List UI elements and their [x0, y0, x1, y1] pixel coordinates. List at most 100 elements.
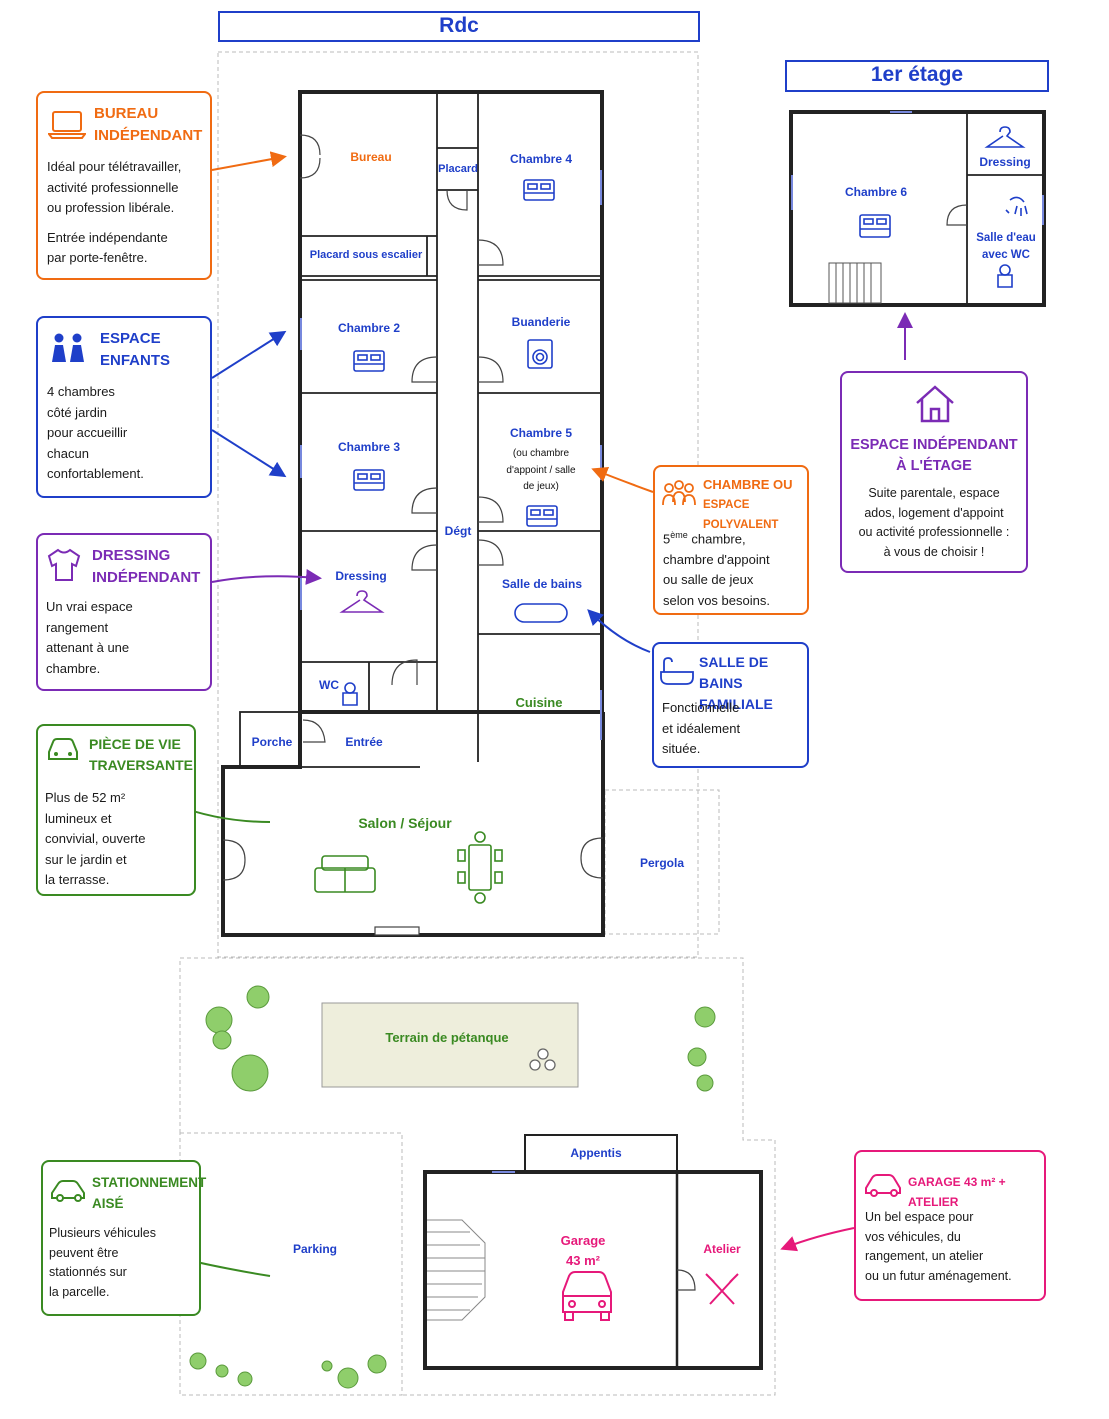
card-chambre-polyvalent-text: 5ème chambre,: [663, 530, 746, 547]
room-label-chambre3: Chambre 3: [337, 440, 401, 454]
card-bureau-title-1: BUREAU: [94, 105, 159, 122]
room-label-chambre2: Chambre 2: [337, 321, 401, 335]
room-label-cuisine: Cuisine: [515, 695, 563, 710]
car-icon: [48, 738, 78, 760]
room-label-chambre6: Chambre 6: [844, 185, 908, 199]
room-label-entree: Entrée: [345, 735, 383, 749]
card-piece-de-vie: PIÈCE DE VIE TRAVERSANTE Plus de 52 m² l…: [36, 724, 196, 896]
card-enfants-text: confortablement.: [47, 466, 144, 481]
room-label-atelier: Atelier: [703, 1242, 741, 1256]
card-bureau-text: activité professionnelle: [47, 179, 179, 195]
bed-icon: [353, 350, 385, 372]
card-etage: ESPACE INDÉPENDANT À L'ÉTAGE Suite paren…: [840, 371, 1028, 573]
card-piece-de-vie-text: convivial, ouverte: [45, 831, 146, 846]
room-label-dressing-etage: Dressing: [979, 155, 1031, 169]
card-chambre-polyvalent-title-1: CHAMBRE OU: [703, 477, 793, 492]
card-garage-title: GARAGE 43 m² + ATELIER: [908, 1175, 1006, 1209]
garage-ramp: [427, 1219, 486, 1321]
card-etage-title-1: ESPACE INDÉPENDANT: [850, 437, 1018, 453]
shirt-icon: [47, 548, 81, 581]
card-etage-text: Suite parentale, espace: [868, 486, 1000, 500]
toilet-icon: [342, 682, 358, 706]
car-icon: [51, 1180, 85, 1202]
card-dressing-text: attenant à une: [46, 640, 130, 655]
door-arcs: [222, 134, 604, 881]
room-label-wc: WC: [319, 678, 339, 692]
card-stationnement-title-1: STATIONNEMENT: [92, 1175, 207, 1190]
card-chambre-polyvalent-text: chambre d'appoint: [663, 551, 770, 567]
shrubs: [189, 985, 716, 1389]
room-label-pergola: Pergola: [639, 856, 684, 870]
card-salle-de-bains-title-1: SALLE DE BAINS: [699, 654, 769, 691]
card-stationnement-text: peuvent être: [49, 1245, 119, 1260]
room-label-buanderie: Buanderie: [511, 315, 571, 329]
bathtub-icon: [514, 603, 568, 623]
card-dressing-text: Un vrai espace: [46, 599, 133, 614]
car-icon: [562, 1271, 612, 1321]
group-icon: [662, 480, 696, 506]
card-garage-text: ou un futur aménagement.: [865, 1268, 1012, 1283]
room-label-appentis: Appentis: [570, 1146, 622, 1160]
card-chambre-polyvalent-text: ou salle de jeux: [663, 572, 754, 588]
card-bureau-text: Idéal pour télétravailler,: [47, 159, 182, 174]
card-enfants: ESPACE ENFANTS 4 chambres côté jardin po…: [36, 316, 212, 498]
card-piece-de-vie-title-1: PIÈCE DE VIE: [89, 736, 181, 752]
washing-machine-icon: [527, 339, 553, 369]
card-etage-title-2: À L'ÉTAGE: [896, 458, 972, 474]
room-label-chambre4: Chambre 4: [509, 152, 573, 166]
house-icon: [916, 385, 954, 423]
card-dressing-title-1: DRESSING: [92, 547, 171, 564]
card-enfants-text: côté jardin: [47, 404, 107, 420]
card-chambre-polyvalent-title-2: ESPACE POLYVALENT: [703, 499, 779, 531]
card-stationnement-text: stationnés sur: [49, 1265, 127, 1279]
card-enfants-title-2: ENFANTS: [100, 352, 171, 369]
bed-icon: [353, 469, 385, 491]
petanque-balls-icon: [529, 1048, 556, 1071]
card-salle-de-bains-text: Fonctionnelle: [662, 700, 740, 715]
toilet-icon: [997, 264, 1013, 288]
card-enfants-text: chacun: [47, 445, 89, 461]
room-label-placard-escalier: Placard sous escalier: [309, 249, 423, 261]
tools-icon: [705, 1273, 739, 1305]
card-dressing-text: chambre.: [46, 660, 101, 676]
card-etage-text: ou activité professionnelle :: [858, 525, 1010, 539]
room-label-petanque: Terrain de pétanque: [385, 1030, 509, 1045]
car-icon: [865, 1174, 901, 1197]
card-salle-de-bains-text: située.: [662, 741, 701, 756]
room-label-degt: Dégt: [444, 524, 472, 538]
room-icons: [342, 179, 1028, 706]
hanger-icon: [339, 590, 385, 613]
room-label-placard: Placard: [438, 163, 478, 175]
bed-icon: [526, 505, 558, 527]
staircase-first-floor: [828, 262, 882, 304]
room-label-dressing: Dressing: [335, 569, 387, 583]
room-label-garage: Garage 43 m²: [560, 1233, 606, 1268]
card-etage-text: à vous de choisir !: [883, 544, 985, 559]
room-label-salle-de-bains: Salle de bains: [501, 577, 583, 591]
sofa-icon: [314, 855, 376, 893]
card-salle-de-bains-text: et idéalement: [662, 720, 741, 736]
bathtub-icon: [660, 657, 694, 685]
card-chambre-polyvalent-text: selon vos besoins.: [663, 592, 770, 608]
card-piece-de-vie-text: lumineux et: [45, 810, 112, 826]
card-etage-text: ados, logement d'appoint: [864, 505, 1004, 520]
room-label-chambre5: Chambre 5: [509, 426, 573, 440]
card-bureau: BUREAU INDÉPENDANT Idéal pour télétravai…: [36, 91, 212, 280]
card-salle-de-bains: SALLE DE BAINS FAMILIALE Fonctionnelle e…: [652, 642, 809, 768]
hanger-icon: [984, 126, 1026, 148]
bed-icon: [859, 214, 891, 238]
room-label-porche: Porche: [251, 735, 293, 749]
card-bureau-text: Entrée indépendante: [47, 229, 168, 245]
card-stationnement-text: la parcelle.: [49, 1284, 110, 1299]
ground-floor-title: Rdc: [218, 11, 700, 42]
card-garage-text: vos véhicules, du: [865, 1229, 961, 1244]
card-dressing: DRESSING INDÉPENDANT Un vrai espace rang…: [36, 533, 212, 691]
card-dressing-text: rangement: [46, 619, 109, 635]
first-floor-title: 1er étage: [785, 60, 1049, 92]
card-bureau-text: ou profession libérale.: [47, 200, 175, 215]
card-enfants-title-1: ESPACE: [100, 330, 161, 347]
card-stationnement: STATIONNEMENT AISÉ Plusieurs véhicules p…: [41, 1160, 206, 1316]
card-piece-de-vie-text: Plus de 52 m²: [45, 790, 126, 805]
card-stationnement-text: Plusieurs véhicules: [49, 1226, 156, 1240]
card-enfants-text: pour accueillir: [47, 425, 128, 440]
